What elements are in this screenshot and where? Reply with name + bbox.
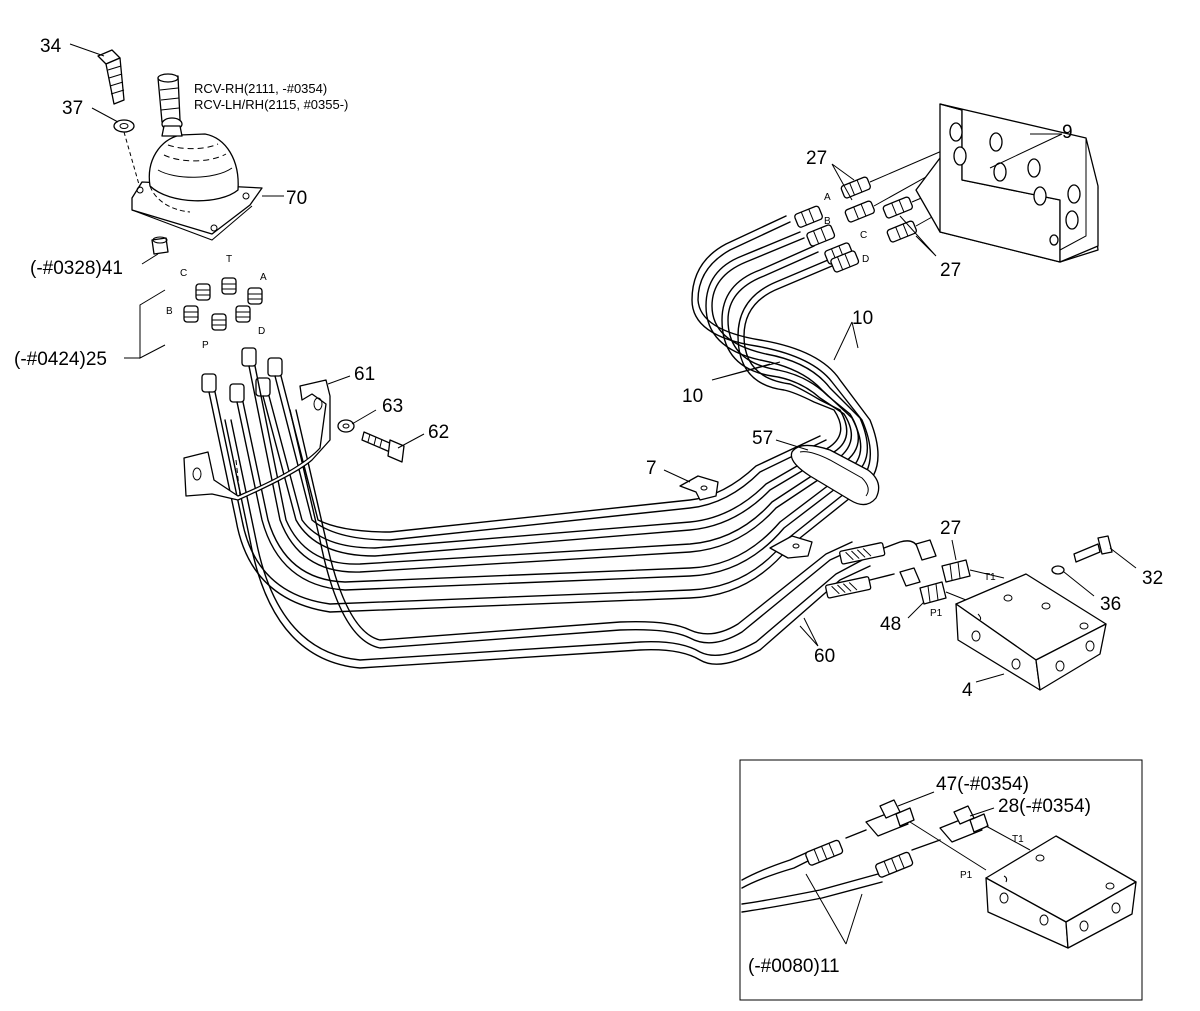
bolt-32 xyxy=(1073,535,1113,563)
callout-7: 7 xyxy=(646,458,657,479)
callout-27-top: 27 xyxy=(806,148,827,169)
port-blk-t1: T1 xyxy=(984,572,996,583)
callout-47: 47(-#0354) xyxy=(936,774,1029,795)
callout-27-block: 27 xyxy=(940,518,961,539)
port-br-b: B xyxy=(824,216,831,227)
port-rcv-b: B xyxy=(166,306,173,317)
callout-10-lower: 10 xyxy=(682,386,703,407)
callout-70: 70 xyxy=(286,188,307,209)
port-rcv-c: C xyxy=(180,268,187,279)
label-rcv-lh-rh: RCV-LH/RH(2115, #0355-) xyxy=(194,97,348,112)
callout-9: 9 xyxy=(1062,122,1073,143)
hose-ends-60 xyxy=(825,539,937,599)
remote-control-valve xyxy=(131,73,263,241)
port-rcv-p: P xyxy=(202,340,209,351)
callout-28: 28(-#0354) xyxy=(998,796,1091,817)
port-blk-p1: P1 xyxy=(930,608,943,619)
callout-63: 63 xyxy=(382,396,403,417)
block-4 xyxy=(955,573,1107,691)
bolt-34 xyxy=(97,49,125,105)
nut-41 xyxy=(151,236,169,255)
callout-10-upper: 10 xyxy=(852,308,873,329)
port-br-a: A xyxy=(824,192,831,203)
port-letters: C T A B D P A B C D T1 P1 T1 P1 xyxy=(166,192,1024,881)
fitting-C xyxy=(195,283,211,301)
callout-36: 36 xyxy=(1100,594,1121,615)
callout-62: 62 xyxy=(428,422,449,443)
tubes-10 xyxy=(691,215,879,491)
hose-bundle xyxy=(201,347,871,669)
port-inset-t1: T1 xyxy=(1012,834,1024,845)
tee-47 xyxy=(865,799,915,837)
callout-61: 61 xyxy=(354,364,375,385)
callout-57: 57 xyxy=(752,428,773,449)
washer-36 xyxy=(1051,565,1065,575)
adapters-27 xyxy=(840,176,917,243)
fitting-D xyxy=(235,305,251,323)
fittings-25 xyxy=(183,277,263,331)
port-rcv-d: D xyxy=(258,326,265,337)
washer-37 xyxy=(113,119,141,189)
callout-4: 4 xyxy=(962,680,973,701)
callout-37: 37 xyxy=(62,98,83,119)
adapter-27-block xyxy=(941,559,971,583)
callout-labels: 34 37 RCV-RH(2111, -#0354) RCV-LH/RH(211… xyxy=(14,36,1163,977)
callout-27-right: 27 xyxy=(940,260,961,281)
port-rcv-a: A xyxy=(260,272,267,283)
tee-28 xyxy=(939,805,989,843)
port-rcv-t: T xyxy=(226,254,232,265)
inset-detail xyxy=(739,759,1143,1001)
port-br-c: C xyxy=(860,230,867,241)
fitting-P xyxy=(211,313,227,331)
callout-11: (-#0080)11 xyxy=(748,956,840,977)
callout-48: 48 xyxy=(880,614,901,635)
leader-lines xyxy=(69,43,1137,683)
callout-60: 60 xyxy=(814,646,835,667)
callout-32: 32 xyxy=(1142,568,1163,589)
adapter-48 xyxy=(919,581,947,605)
port-br-d: D xyxy=(862,254,869,265)
callout-34: 34 xyxy=(40,36,62,57)
callout-25: (-#0424)25 xyxy=(14,349,107,370)
fitting-A xyxy=(247,287,263,305)
bolt-62 xyxy=(361,431,405,463)
tube-end-fittings xyxy=(794,205,860,273)
port-inset-p1: P1 xyxy=(960,870,973,881)
callout-41: (-#0328)41 xyxy=(30,258,123,279)
bracket-9 xyxy=(915,103,1099,263)
fitting-B xyxy=(183,305,199,323)
washer-63 xyxy=(337,419,355,433)
clamp-61 xyxy=(183,379,331,501)
label-rcv-rh: RCV-RH(2111, -#0354) xyxy=(194,81,327,96)
clamp-57 xyxy=(790,444,880,506)
fitting-T xyxy=(221,277,237,295)
